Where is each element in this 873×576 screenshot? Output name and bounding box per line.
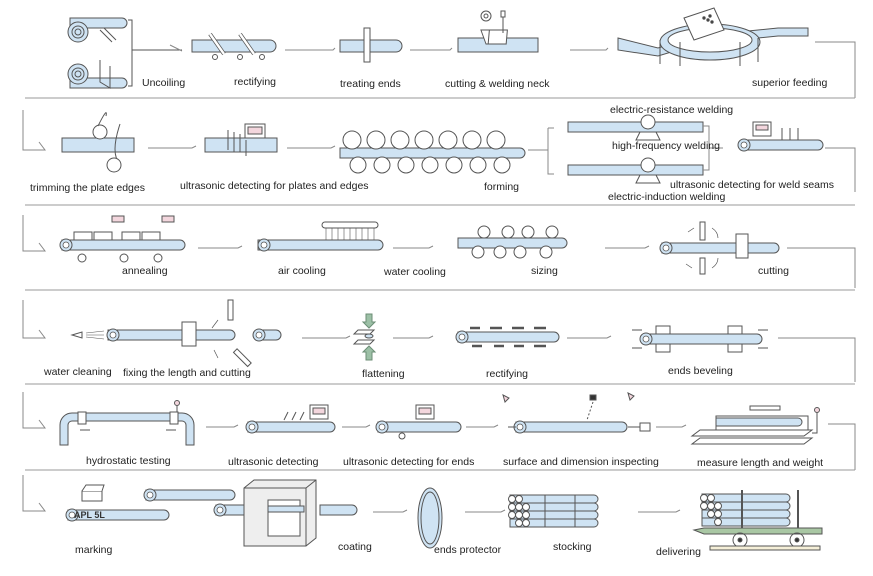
edge-trimmer-icon [61, 112, 135, 173]
flow-connector [342, 424, 371, 428]
annealing-furnace-icon [59, 215, 186, 263]
flow-connector [528, 127, 554, 175]
ultrasonic-probe-icon [204, 123, 278, 156]
flow-connector [198, 245, 243, 249]
step-label-hydrostatic-testing: hydrostatic testing [86, 455, 171, 467]
step-label-treating-ends: treating ends [340, 78, 401, 90]
trailer-icon [692, 490, 823, 551]
step-label-ultrasonic-detecting: ultrasonic detecting [228, 456, 319, 468]
flow-connector [393, 245, 434, 249]
step-label-stocking: stocking [553, 541, 592, 553]
ultrasonic-probe-icon [737, 121, 824, 152]
step-label-cutting-welding-neck: cutting & welding neck [445, 78, 550, 90]
step-label-electric-induction-welding: electric-induction welding [608, 191, 726, 203]
step-label-coating: coating [338, 541, 372, 553]
row-connector [22, 300, 46, 339]
flow-connector [206, 424, 239, 428]
step-label-uncoiling: Uncoiling [142, 77, 186, 89]
row-connector [22, 392, 46, 429]
ultrasonic-probe-icon [375, 404, 462, 440]
step-label-rectifying-2: rectifying [486, 368, 529, 380]
step-label-ultrasonic-plates-edges: ultrasonic detecting for plates and edge… [180, 180, 369, 192]
uncoiler-icon [67, 17, 182, 89]
pipe-marking-text: APL 5L [74, 510, 105, 520]
flow-connector [567, 335, 612, 339]
end-cap-icon [417, 487, 443, 549]
flow-connector [570, 47, 609, 51]
end-treatment-icon [339, 27, 403, 63]
step-label-forming: forming [484, 181, 520, 193]
step-label-delivering: delivering [656, 546, 701, 558]
air-cooling-icon [257, 221, 384, 252]
row-connector [22, 215, 46, 252]
flow-connector [638, 509, 681, 513]
weighing-scale-icon [690, 405, 820, 445]
hydrotest-icon [59, 400, 195, 446]
marking-head-icon [65, 484, 170, 522]
step-label-high-frequency-welding: high-frequency welding [612, 140, 720, 152]
flow-connector [787, 247, 856, 288]
flow-connector [465, 509, 506, 513]
coating-booth-icon [143, 479, 358, 547]
straightener-icon [455, 326, 560, 348]
step-label-water-cooling: water cooling [384, 266, 446, 278]
step-label-sizing: sizing [531, 265, 558, 277]
flow-connector [285, 47, 336, 51]
flow-connector [605, 245, 650, 249]
step-label-water-cleaning: water cleaning [44, 366, 112, 378]
step-label-ends-beveling: ends beveling [668, 365, 733, 377]
welding-neck-icon [457, 10, 539, 53]
step-label-measure-length-weight: measure length and weight [697, 457, 824, 469]
forming-rolls-icon [339, 130, 526, 174]
step-label-annealing: annealing [122, 265, 168, 277]
step-label-marking: marking [75, 544, 113, 556]
step-label-superior-feeding: superior feeding [752, 77, 828, 89]
flow-connector [656, 424, 687, 428]
pipe-bundle-icon [508, 494, 599, 528]
water-nozzle-icon [70, 330, 105, 340]
flow-connector [169, 44, 183, 52]
flow-connector [815, 41, 856, 98]
flow-connector [825, 147, 856, 192]
step-label-rectifying: rectifying [234, 76, 277, 88]
step-label-ultrasonic-ends: ultrasonic detecting for ends [343, 456, 475, 468]
beveling-machine-icon [632, 325, 768, 353]
step-label-surface-dimension-inspecting: surface and dimension inspecting [503, 456, 659, 468]
row-connector [22, 110, 46, 151]
step-label-cutting: cutting [758, 265, 789, 277]
flow-connector [778, 337, 856, 382]
step-label-fixing-length-cutting: fixing the length and cutting [123, 367, 251, 379]
flow-connector [466, 424, 499, 428]
flow-connector [148, 145, 197, 149]
ultrasonic-probe-icon [245, 404, 336, 434]
flow-connector [393, 335, 434, 339]
step-label-trimming-plate-edges: trimming the plate edges [30, 182, 145, 194]
flow-connector [302, 335, 351, 339]
step-label-flattening: flattening [362, 368, 405, 380]
row-connector [22, 475, 46, 512]
step-label-air-cooling: air cooling [278, 265, 326, 277]
step-label-ultrasonic-weld-seams: ultrasonic detecting for weld seams [670, 179, 834, 191]
inspection-icon [502, 392, 651, 434]
cutoff-saw-icon [106, 299, 282, 368]
step-label-ends-protector: ends protector [434, 544, 502, 556]
flow-connector [287, 145, 336, 149]
flow-connector [828, 423, 856, 470]
flow-connector [373, 509, 408, 513]
flattening-press-icon [352, 313, 377, 361]
flying-saw-icon [659, 221, 780, 275]
plate-rectifier-icon [191, 32, 277, 60]
loop-accumulator-icon [617, 7, 809, 66]
flow-connector [410, 47, 453, 51]
step-label-electric-resistance-welding: electric-resistance welding [610, 104, 734, 116]
welding-station-icon [567, 114, 723, 184]
sizing-rolls-icon [457, 225, 568, 259]
